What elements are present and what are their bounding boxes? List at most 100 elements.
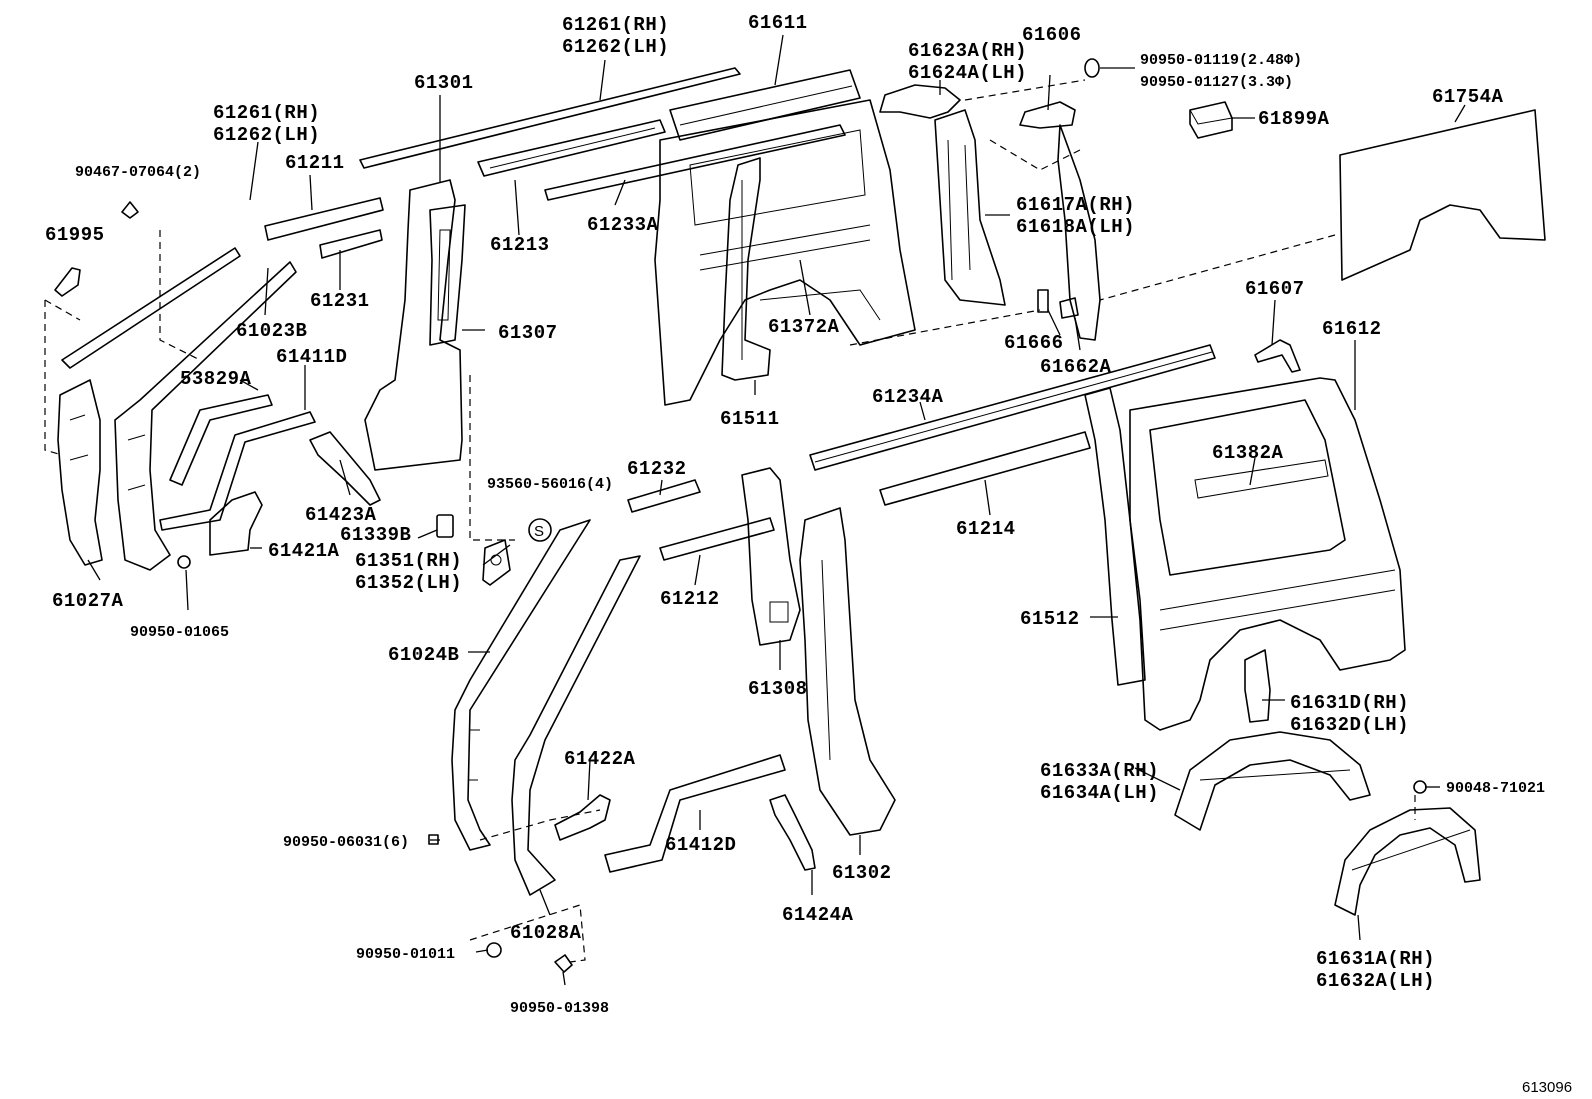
label-61754a: 61754A (1432, 86, 1504, 108)
label-61234a: 61234A (872, 386, 944, 408)
part-61423a-drawing (309, 431, 381, 506)
part-61422a-drawing (554, 794, 611, 841)
label-61261-top-rh: 61261(RH) (562, 14, 669, 36)
label-61261-rh: 61261(RH) (213, 102, 320, 124)
label-61351-rh: 61351(RH) (355, 550, 462, 572)
screw-symbol: S (534, 523, 544, 540)
label-61611: 61611 (748, 12, 808, 34)
label-53829a: 53829A (180, 368, 252, 390)
part-90950-01011-drawing (486, 942, 502, 958)
label-61231: 61231 (310, 290, 370, 312)
part-61612-drawing (1129, 377, 1406, 731)
part-61339b-drawing (436, 514, 454, 538)
label-61214: 61214 (956, 518, 1016, 540)
label-61213: 61213 (490, 234, 550, 256)
label-61302: 61302 (832, 862, 892, 884)
label-61631a-rh: 61631A(RH) (1316, 948, 1435, 970)
part-61512-drawing (1084, 387, 1146, 686)
part-61611-drawing (477, 69, 861, 177)
label-61512: 61512 (1020, 608, 1080, 630)
label-61262-lh: 61262(LH) (213, 124, 320, 146)
label-90950-01119: 90950-01119(2.48Φ) (1140, 52, 1302, 69)
label-61421a: 61421A (268, 540, 340, 562)
part-61631d-drawing (1244, 649, 1271, 723)
label-61382a: 61382A (1212, 442, 1284, 464)
part-93560-56016-drawing: S (528, 518, 552, 542)
label-90950-06031: 90950-06031(6) (283, 834, 409, 851)
part-61024b-drawing (451, 519, 591, 851)
part-61623a-drawing (879, 84, 961, 119)
label-61028a: 61028A (510, 922, 582, 944)
part-61023b-drawing (114, 261, 297, 571)
label-61623a-rh: 61623A(RH) (908, 40, 1027, 62)
part-90467-07064-drawing (121, 201, 139, 219)
label-61612: 61612 (1322, 318, 1382, 340)
label-61232: 61232 (627, 458, 687, 480)
label-61372a: 61372A (768, 316, 840, 338)
label-61511: 61511 (720, 408, 780, 430)
part-61606-drawing (1019, 101, 1101, 341)
label-61307: 61307 (498, 322, 558, 344)
label-61631d-rh: 61631D(RH) (1290, 692, 1409, 714)
part-61302-drawing (799, 507, 896, 836)
label-61212: 61212 (660, 588, 720, 610)
part-61424a-drawing (769, 794, 816, 871)
label-61023b: 61023B (236, 320, 307, 342)
label-61899a: 61899A (1258, 108, 1330, 130)
label-61308: 61308 (748, 678, 808, 700)
label-61662a: 61662A (1040, 356, 1112, 378)
label-61411d: 61411D (276, 346, 347, 368)
label-61618a-lh: 61618A(LH) (1016, 216, 1135, 238)
part-61234a-drawing (809, 344, 1216, 471)
label-61624a-lh: 61624A(LH) (908, 62, 1027, 84)
part-53829a-drawing (169, 394, 273, 486)
part-61411d-drawing (159, 411, 316, 531)
diagram-reference-number: 613096 (1522, 1079, 1572, 1096)
part-61233a-drawing (544, 124, 846, 201)
part-61666-drawing (1037, 289, 1049, 313)
label-61424a: 61424A (782, 904, 854, 926)
part-61633a-drawing (1174, 731, 1371, 831)
label-90950-01398: 90950-01398 (510, 1000, 609, 1017)
part-61631a-drawing (1334, 807, 1481, 916)
part-61231-drawing (319, 229, 383, 259)
part-61662a-drawing (1059, 297, 1079, 319)
part-61212-drawing (659, 517, 775, 561)
label-61632d-lh: 61632D(LH) (1290, 714, 1409, 736)
part-61261-top-drawing (359, 67, 741, 169)
part-61421a-drawing (209, 491, 263, 556)
leader-lines (87, 34, 1466, 986)
part-61995-drawing (54, 267, 81, 297)
label-61339b: 61339B (340, 524, 411, 546)
part-61754a-drawing (1339, 109, 1546, 281)
label-61422a: 61422A (564, 748, 636, 770)
label-90467-07064: 90467-07064(2) (75, 164, 201, 181)
part-61607-drawing (1254, 339, 1301, 373)
label-61024b: 61024B (388, 644, 459, 666)
label-90950-01011: 90950-01011 (356, 946, 455, 963)
label-90048-71021: 90048-71021 (1446, 780, 1545, 797)
label-61606: 61606 (1022, 24, 1082, 46)
part-61511-drawing (721, 157, 771, 381)
part-61232-drawing (627, 479, 701, 513)
label-61607: 61607 (1245, 278, 1305, 300)
label-61423a: 61423A (305, 504, 377, 526)
label-90950-01065: 90950-01065 (130, 624, 229, 641)
part-61308-drawing (741, 467, 801, 646)
label-61262-top-lh: 61262(LH) (562, 36, 669, 58)
part-61028a-drawing (511, 555, 641, 896)
part-90048-71021-drawing (1413, 780, 1427, 794)
label-61666: 61666 (1004, 332, 1064, 354)
label-93560-56016: 93560-56016(4) (487, 476, 613, 493)
label-61617a-rh: 61617A(RH) (1016, 194, 1135, 216)
part-61214-drawing (879, 431, 1091, 506)
part-labels: 61261(RH) 61262(LH) 61611 61623A(RH) 616… (45, 12, 1572, 1096)
label-61633a-rh: 61633A(RH) (1040, 760, 1159, 782)
label-61632a-lh: 61632A(LH) (1316, 970, 1435, 992)
label-61233a: 61233A (587, 214, 659, 236)
part-61301-drawing (364, 179, 466, 471)
label-61634a-lh: 61634A(LH) (1040, 782, 1159, 804)
label-61412d: 61412D (665, 834, 736, 856)
assembly-dash-lines (44, 79, 1416, 963)
